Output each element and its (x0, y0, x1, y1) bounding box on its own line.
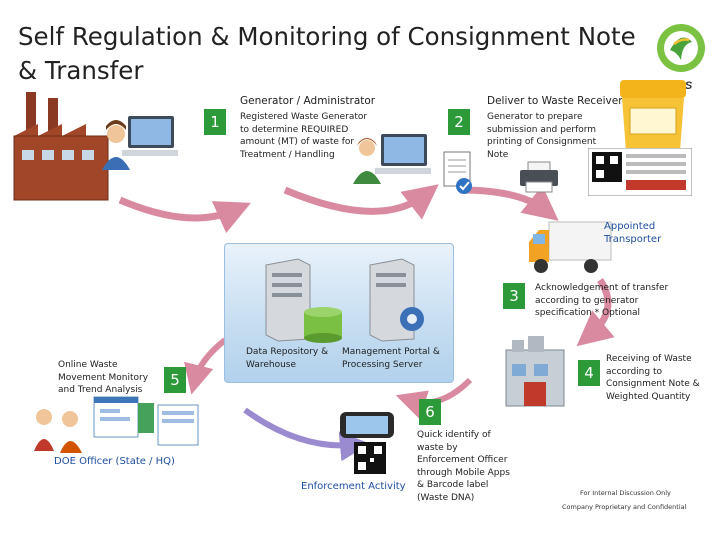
printer-icon (520, 161, 558, 193)
data-repository-label: Data Repository & Warehouse (246, 347, 329, 370)
step-3-text: Acknowledgement of transfer according to… (535, 283, 669, 318)
step-2-text: Generator to prepare submission and perf… (487, 112, 597, 160)
step-4-badge: 4 (578, 360, 600, 386)
page-title: Self Regulation & Monitoring of Consignm… (18, 22, 636, 85)
step-5-text: Online Waste Movement Monitory and Trend… (58, 360, 149, 395)
database-icon (304, 307, 342, 343)
processing-server-icon (369, 258, 424, 342)
step-3-badge: 3 (503, 283, 525, 309)
eswis-logo (657, 24, 705, 72)
administrator-icon (353, 134, 431, 184)
receiving-facility-icon (505, 336, 565, 407)
step-4-text: Receiving of Waste according to Consignm… (606, 354, 700, 402)
doe-officer-label: DOE Officer (State / HQ) (54, 456, 175, 467)
document-icon (443, 151, 472, 194)
step-2-badge: 2 (448, 109, 470, 135)
step-1-heading: Generator / Administrator (240, 95, 376, 107)
doe-officers-icon (34, 396, 199, 453)
user-computer-icon (102, 116, 178, 170)
step-1-badge: 1 (204, 109, 226, 135)
mobile-qr-icon (340, 412, 394, 474)
step-5-badge: 5 (164, 367, 186, 393)
footer-line-1: For Internal Discussion Only (580, 489, 671, 497)
step-6-badge: 6 (419, 399, 441, 425)
transporter-label: Appointed Transporter (604, 221, 662, 245)
enforcement-label: Enforcement Activity (301, 481, 406, 492)
barcode-label-icon (588, 148, 692, 196)
step-1-text: Registered Waste Generator to determine … (240, 112, 368, 160)
truck-icon (529, 221, 612, 273)
step-2-heading: Deliver to Waste Receiver (487, 95, 623, 107)
step-6-text: Quick identify of waste by Enforcement O… (417, 430, 510, 503)
footer-line-2: Company Proprietary and Confidential (562, 503, 687, 511)
management-portal-label: Management Portal & Processing Server (342, 347, 440, 370)
